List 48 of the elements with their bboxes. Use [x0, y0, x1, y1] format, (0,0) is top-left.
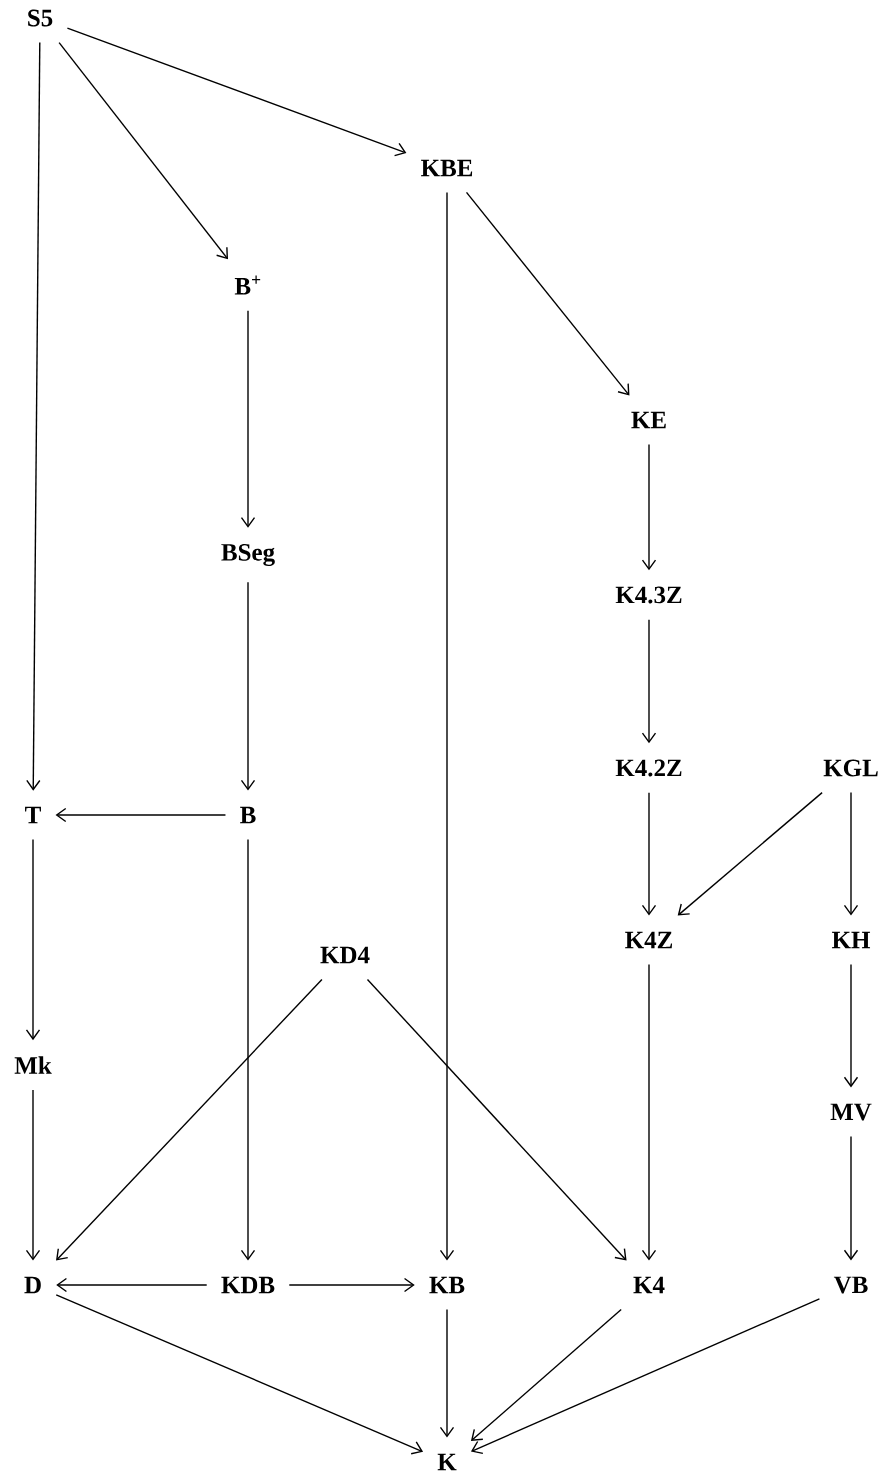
node-label: BSeg — [221, 544, 275, 567]
node-label: K4 — [633, 1276, 665, 1294]
node-label: D — [24, 1276, 41, 1294]
arrow — [56, 1277, 208, 1293]
arrow — [641, 618, 657, 744]
node-label: K4.2Z — [615, 759, 682, 777]
node-label: K4.3Z — [615, 586, 682, 604]
arrow — [677, 791, 823, 916]
node-label: KBE — [421, 159, 473, 177]
node-label: MV — [830, 1103, 872, 1121]
arrow — [843, 791, 859, 916]
node-label: KB — [429, 1276, 465, 1294]
node-label: Mk — [14, 1056, 52, 1074]
node-label: KH — [832, 931, 871, 949]
arrow — [288, 1277, 415, 1293]
arrow — [240, 838, 256, 1261]
arrow — [843, 1135, 859, 1261]
node-label: KE — [631, 411, 666, 429]
arrow — [641, 963, 657, 1261]
node-label: B$^{+}$ — [234, 275, 261, 295]
arrow — [66, 27, 407, 157]
arrow — [470, 1298, 821, 1455]
node-label: KDB — [221, 1276, 275, 1294]
arrow — [470, 1308, 622, 1442]
node-label: K — [437, 1453, 457, 1471]
arrow — [55, 807, 227, 823]
arrow — [56, 978, 323, 1261]
arrow — [240, 581, 256, 791]
arrow — [58, 41, 228, 260]
arrow — [465, 191, 630, 396]
arrow — [439, 1308, 455, 1438]
arrow — [25, 1089, 41, 1261]
node-label: KGL — [823, 759, 878, 777]
arrow — [26, 41, 41, 791]
arrow — [240, 310, 256, 528]
arrow — [55, 1294, 424, 1455]
arrow — [366, 978, 627, 1261]
node-label: KD4 — [320, 946, 370, 964]
node-label: VB — [833, 1276, 868, 1294]
node-label: B — [240, 806, 256, 824]
arrow — [843, 963, 859, 1088]
arrow — [641, 791, 657, 916]
arrow — [439, 191, 455, 1261]
arrow — [25, 838, 41, 1041]
node-label: S5 — [28, 9, 53, 27]
arrow — [641, 443, 657, 571]
node-label: K4Z — [625, 931, 673, 949]
node-label: T — [25, 806, 41, 824]
